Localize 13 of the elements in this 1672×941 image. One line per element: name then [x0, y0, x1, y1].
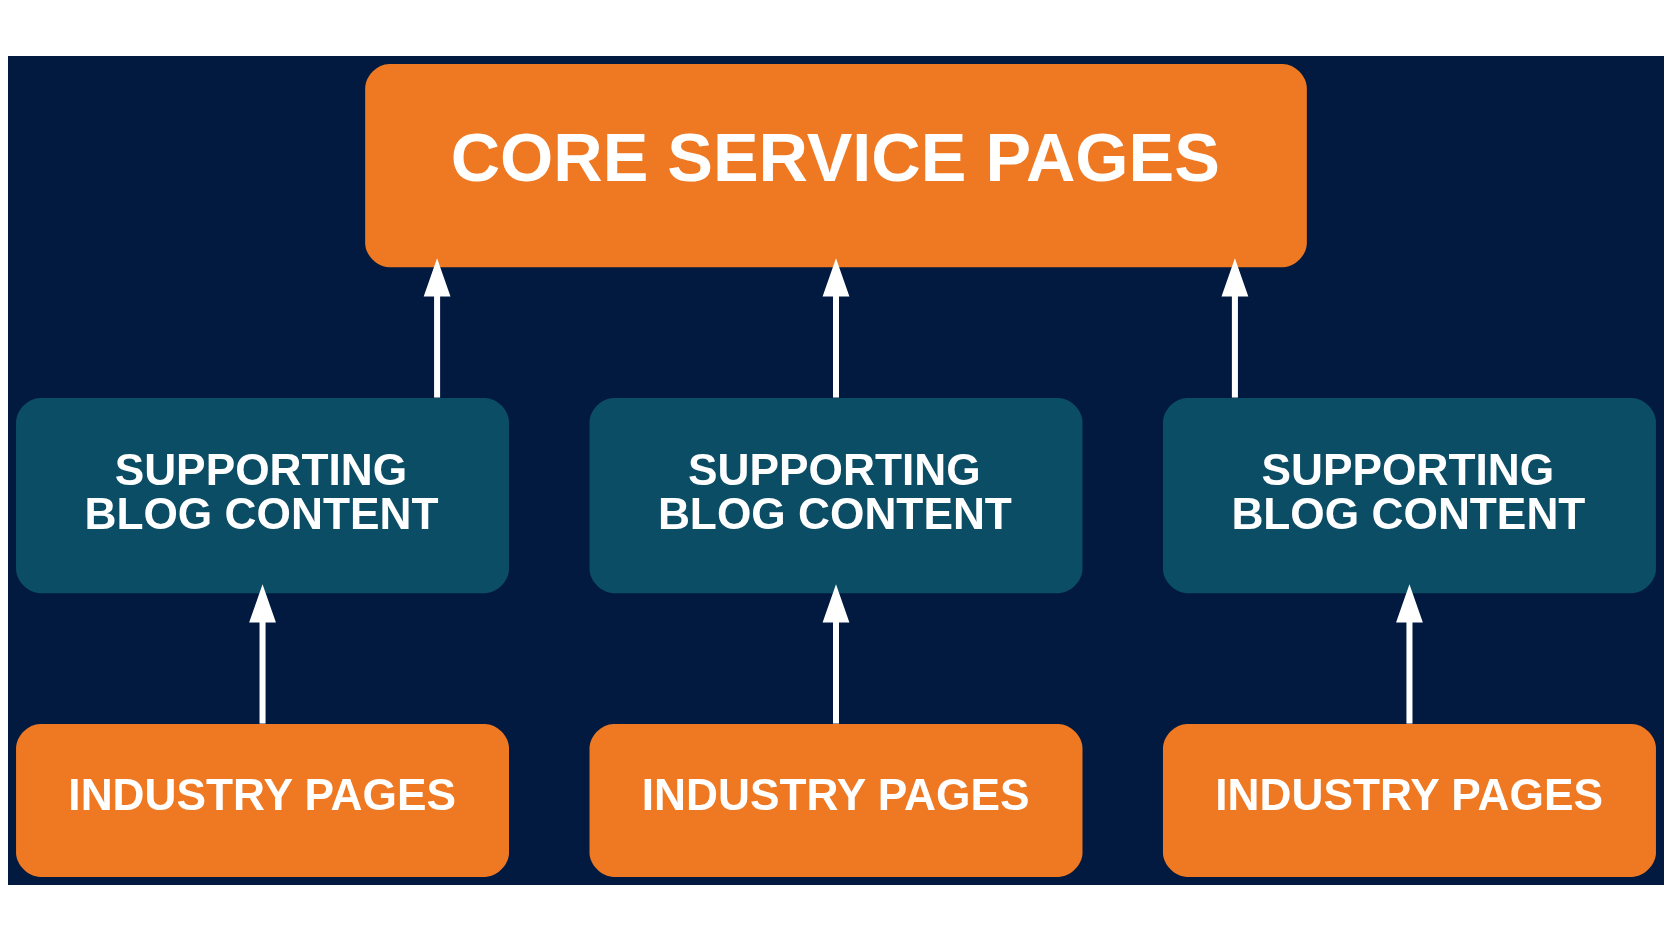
node-box: SUPPORTING BLOG CONTENT	[589, 398, 1083, 594]
arrow	[822, 258, 850, 398]
arrow	[249, 584, 276, 724]
node-box: INDUSTRY PAGES	[16, 724, 510, 877]
arrow	[822, 584, 850, 724]
node-box: SUPPORTING BLOG CONTENT	[16, 398, 510, 594]
arrow	[1396, 584, 1423, 724]
node-box: INDUSTRY PAGES	[589, 724, 1083, 877]
arrow	[1221, 258, 1249, 398]
node-box: CORE SERVICE PAGES	[365, 64, 1307, 268]
arrow	[423, 258, 451, 398]
node-box: SUPPORTING BLOG CONTENT	[1162, 398, 1656, 594]
node-box: INDUSTRY PAGES	[1162, 724, 1656, 877]
